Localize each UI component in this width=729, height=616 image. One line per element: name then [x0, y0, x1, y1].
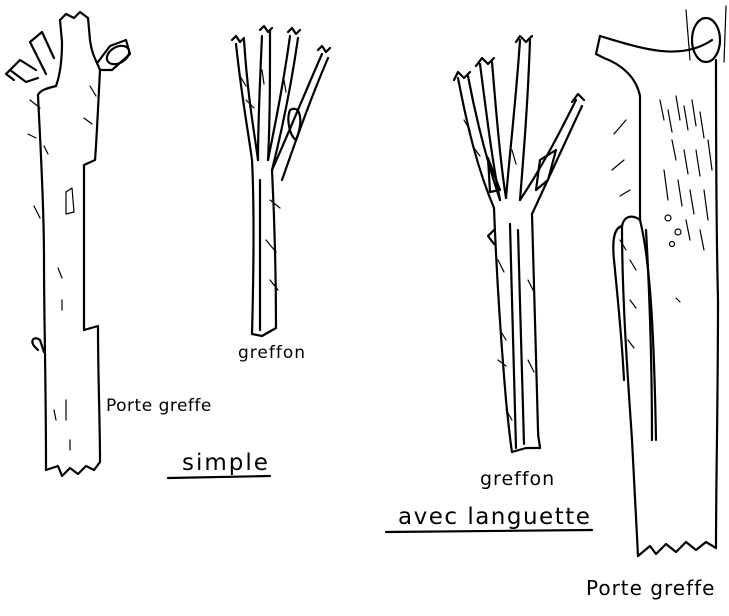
label-simple: simple	[182, 452, 270, 475]
underline-avec-languette	[386, 530, 592, 532]
rootstock-languette	[596, 6, 726, 556]
label-greffon-right: greffon	[480, 470, 555, 489]
underline-simple	[168, 476, 270, 478]
scion-simple	[232, 26, 330, 336]
label-greffon-left: greffon	[238, 345, 306, 362]
label-porte-greffe-left: Porte greffe	[106, 398, 212, 415]
label-porte-greffe-right: Porte greffe	[586, 578, 715, 598]
label-avec-languette: avec languette	[398, 506, 591, 529]
scion-languette	[454, 36, 584, 452]
